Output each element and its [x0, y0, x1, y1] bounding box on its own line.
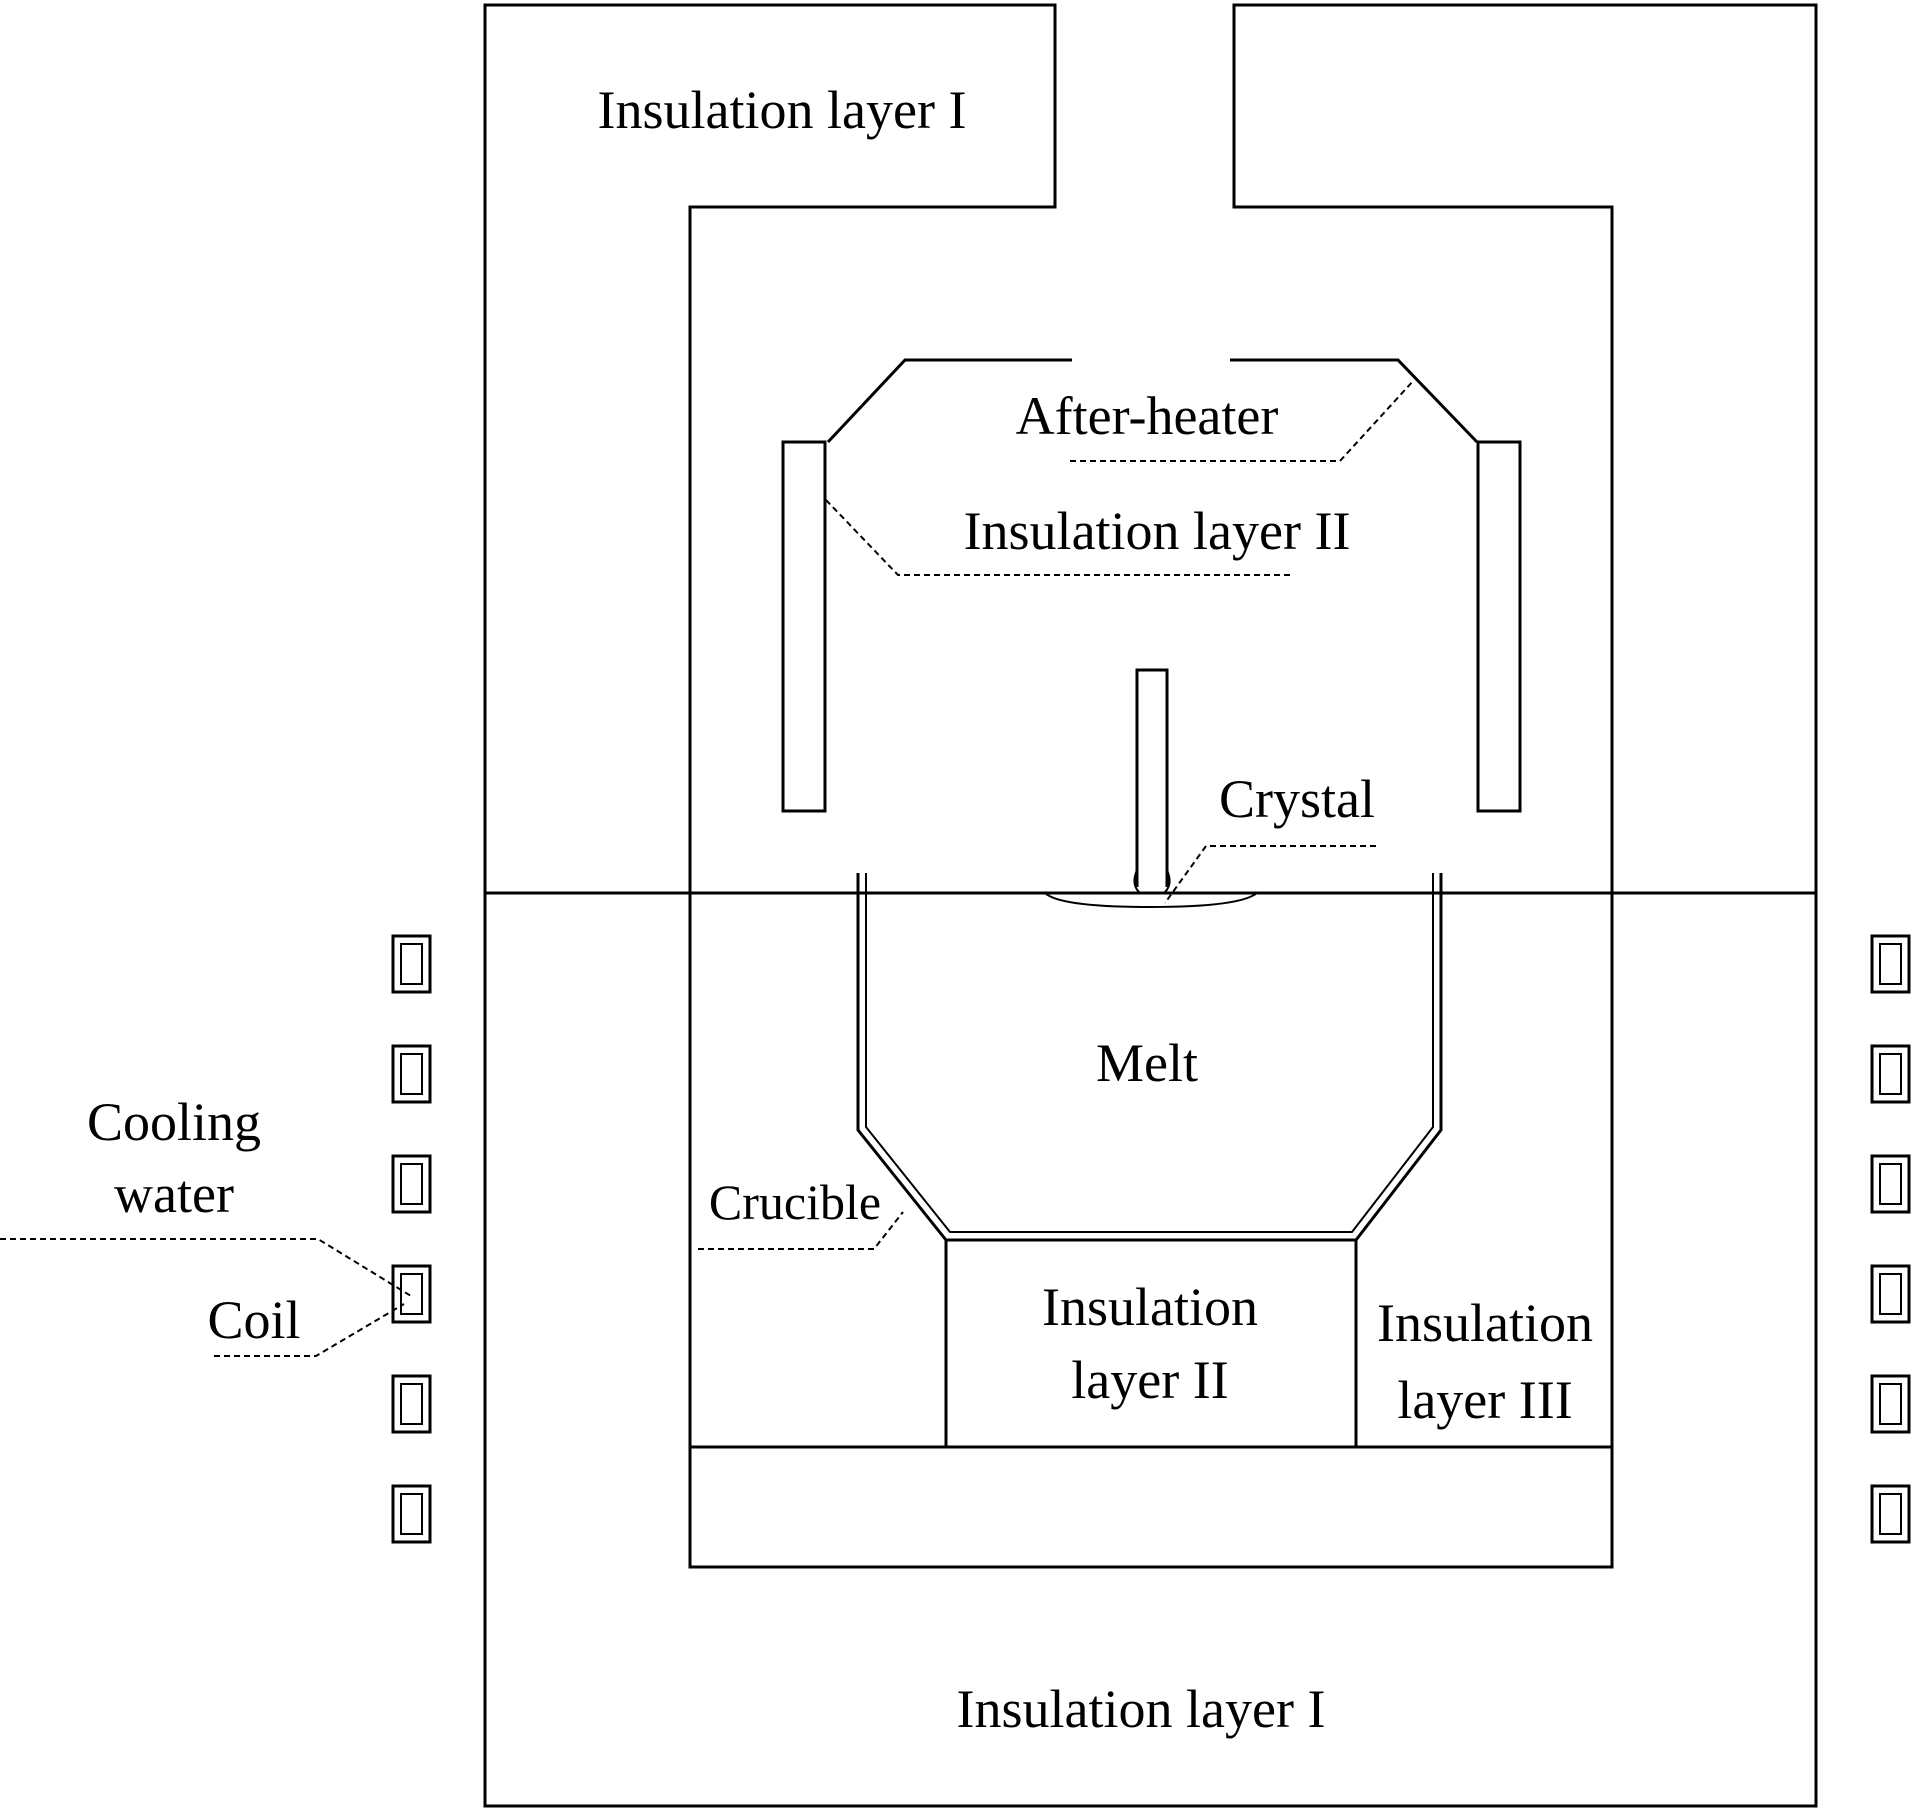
- coil-turn: [1870, 1264, 1911, 1324]
- cooling-water-leader: [0, 1238, 412, 1297]
- cooling-water-label-line2: water: [114, 1164, 234, 1224]
- crucible-label: Crucible: [709, 1174, 881, 1230]
- crucible-leader: [698, 1211, 904, 1250]
- after-heater-left-plate: [826, 358, 1072, 444]
- insulation-layer-3-label-line2: layer III: [1397, 1370, 1572, 1430]
- crystal-meniscus: [1044, 892, 1258, 909]
- insulation-layer-2-upper-label: Insulation layer II: [964, 501, 1351, 561]
- coil-turn: [1870, 1374, 1911, 1434]
- coil-right: [1870, 934, 1911, 1544]
- melt-label: Melt: [1096, 1033, 1198, 1093]
- coil-turn: [391, 1154, 432, 1214]
- insulation-layer-2-leader: [825, 499, 1290, 576]
- insulation-layer-2-lower-label-line1: Insulation: [1042, 1277, 1258, 1337]
- insulation-layer-2-right-bar: [1476, 440, 1522, 813]
- insulation-layer-2-lower-label-line2: layer II: [1071, 1350, 1228, 1410]
- after-heater-leader: [1070, 379, 1415, 462]
- crystal-label: Crystal: [1219, 769, 1375, 829]
- coil-turn: [1870, 1154, 1911, 1214]
- insulation-layer-3-label-line1: Insulation: [1377, 1293, 1593, 1353]
- coil-turn: [391, 1044, 432, 1104]
- crucible-inner-wall: [865, 873, 1434, 1233]
- coil-turn: [391, 1374, 432, 1434]
- insulation-layer-2-lower-block: [944, 1240, 1358, 1447]
- crystal-leader: [1164, 845, 1376, 904]
- after-heater-right-plate: [1230, 358, 1479, 444]
- insulation-layer-1-outline: [483, 3, 1818, 1808]
- coil-leader: [214, 1303, 405, 1357]
- coil-label: Coil: [207, 1290, 300, 1350]
- crystal-rod: [1135, 668, 1169, 887]
- after-heater-label: After-heater: [1016, 386, 1279, 446]
- coil-turn: [391, 1264, 432, 1324]
- coil-turn: [1870, 1484, 1911, 1544]
- insulation-layer-1-bottom-label: Insulation layer I: [957, 1679, 1326, 1739]
- coil-turn: [1870, 1044, 1911, 1104]
- coil-left: [391, 934, 432, 1544]
- coil-turn: [391, 934, 432, 994]
- coil-turn: [1870, 934, 1911, 994]
- coil-turn: [391, 1484, 432, 1544]
- insulation-layer-1-top-label: Insulation layer I: [598, 80, 967, 140]
- insulation-layer-2-left-bar: [781, 440, 827, 813]
- cooling-water-label-line1: Cooling: [87, 1092, 261, 1152]
- crystal-neck: [1133, 869, 1171, 893]
- crucible-outer-wall: [856, 873, 1443, 1242]
